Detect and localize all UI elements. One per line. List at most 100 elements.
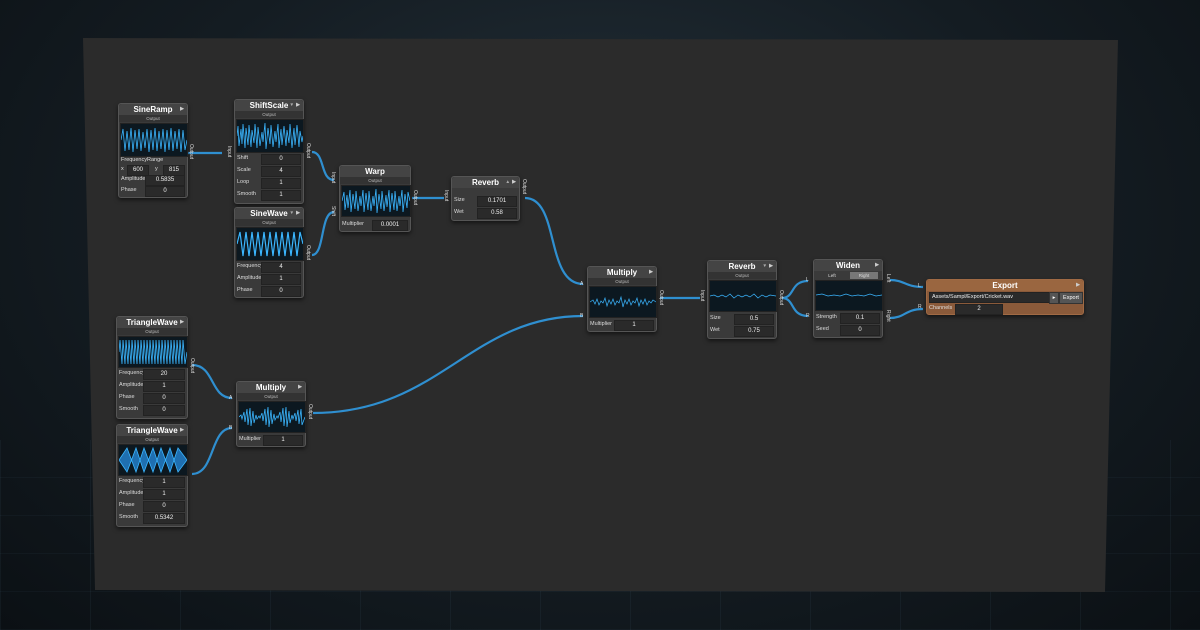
- smooth-field[interactable]: 0.5342: [143, 513, 185, 524]
- widen-left-output-port[interactable]: Left: [885, 274, 891, 283]
- reverb1-input-port[interactable]: Input: [443, 190, 449, 202]
- reverb2-output-port[interactable]: Output: [778, 290, 784, 306]
- x-field[interactable]: 600: [127, 165, 149, 176]
- smooth-field[interactable]: 0: [143, 405, 185, 416]
- wet-label: Wet: [454, 209, 464, 215]
- multiplier-field[interactable]: 1: [614, 320, 654, 331]
- widen-right-output-port[interactable]: Right: [885, 310, 891, 322]
- shift-field[interactable]: 0: [261, 154, 301, 165]
- size-field[interactable]: 0.5: [734, 314, 774, 325]
- multiply2-b-port[interactable]: B: [229, 425, 233, 431]
- loop-label: Loop: [237, 179, 250, 185]
- warp-input-port[interactable]: Input: [330, 172, 336, 184]
- phase-label: Phase: [237, 287, 253, 293]
- play-icon[interactable]: ▶: [296, 102, 300, 108]
- reverb2-input-port[interactable]: Input: [699, 290, 705, 302]
- export-button[interactable]: Export: [1059, 292, 1083, 304]
- play-icon[interactable]: ▶: [649, 269, 653, 275]
- waveform-line: [237, 231, 303, 257]
- widen-l-port[interactable]: L: [806, 277, 809, 283]
- amplitude-field[interactable]: 1: [143, 489, 185, 500]
- node-sineramp[interactable]: SineRamp▶ Output FrequencyRange x 600 y …: [118, 103, 188, 198]
- play-icon[interactable]: ▶: [180, 427, 184, 433]
- multiply1-b-port[interactable]: B: [580, 313, 584, 319]
- multiplier-label: Multiplier: [342, 221, 365, 227]
- output-label: Output: [235, 219, 303, 226]
- play-icon[interactable]: ▶: [296, 210, 300, 216]
- phase-field[interactable]: 0: [261, 286, 301, 297]
- multiplier-field[interactable]: 1: [263, 435, 303, 446]
- channels-field[interactable]: 2: [955, 304, 1003, 315]
- frequency-field[interactable]: 1: [143, 477, 185, 488]
- collapse-icon[interactable]: ▾: [290, 102, 293, 108]
- warp-output-port[interactable]: Output: [412, 190, 418, 206]
- shiftscale-output-port[interactable]: Output: [305, 143, 311, 159]
- node-export[interactable]: Export▶ Assets/Sampl/Export/Cricket.wav …: [926, 279, 1084, 315]
- play-icon[interactable]: ▶: [512, 179, 516, 185]
- size-label: Size: [454, 197, 465, 203]
- size-field[interactable]: 0.1701: [477, 196, 517, 207]
- wet-field[interactable]: 0.75: [734, 326, 774, 337]
- output-label: Output: [237, 393, 305, 400]
- multiply2-output-port[interactable]: Output: [307, 404, 313, 420]
- shift-label: Shift: [237, 155, 249, 161]
- sinewave-output-port[interactable]: Output: [305, 245, 311, 261]
- amplitude-field[interactable]: 1: [261, 274, 301, 285]
- scale-field[interactable]: 4: [261, 166, 301, 177]
- multiplier-field[interactable]: 0.0001: [372, 220, 408, 231]
- play-icon[interactable]: ▶: [875, 262, 879, 268]
- multiplier-label: Multiplier: [239, 436, 262, 442]
- phase-field[interactable]: 0: [143, 501, 185, 512]
- play-icon[interactable]: ▶: [180, 106, 184, 112]
- loop-field[interactable]: 1: [261, 178, 301, 189]
- triangle1-output-port[interactable]: Output: [189, 358, 195, 374]
- widen-r-port[interactable]: R: [806, 313, 810, 319]
- seed-field[interactable]: 0: [840, 325, 880, 336]
- wet-field[interactable]: 0.58: [477, 208, 517, 219]
- left-channel-button[interactable]: Left: [818, 272, 846, 279]
- waveform-fill: [119, 446, 187, 474]
- shiftscale-input-port[interactable]: Input: [226, 146, 232, 158]
- frequency-field[interactable]: 20: [143, 369, 185, 380]
- play-icon[interactable]: ▶: [769, 263, 773, 269]
- collapse-icon[interactable]: ▾: [290, 210, 293, 216]
- play-icon[interactable]: ▶: [1076, 282, 1080, 288]
- right-channel-button[interactable]: Right: [850, 272, 878, 279]
- phase-field[interactable]: 0: [145, 186, 185, 197]
- browse-button[interactable]: ▸: [1049, 292, 1059, 304]
- smooth-field[interactable]: 1: [261, 190, 301, 201]
- export-r-port[interactable]: R: [918, 304, 922, 310]
- output-label: Output: [588, 278, 656, 285]
- collapse-icon[interactable]: ▴: [506, 179, 509, 185]
- amplitude-field[interactable]: 0.5835: [145, 175, 185, 186]
- multiply1-output-port[interactable]: Output: [658, 290, 664, 306]
- collapse-icon[interactable]: ▾: [763, 263, 766, 269]
- sineramp-output-port[interactable]: Output: [188, 144, 194, 160]
- reverb1-output-port[interactable]: Output: [521, 179, 527, 195]
- export-path-field[interactable]: Assets/Sampl/Export/Cricket.wav: [929, 292, 1051, 303]
- play-icon[interactable]: ▶: [298, 384, 302, 390]
- multiply2-a-port[interactable]: A: [229, 395, 233, 401]
- wire-widen-export-r: [889, 307, 924, 320]
- waveform-preview: [118, 336, 188, 368]
- warp-shift-port[interactable]: Shift: [330, 206, 336, 217]
- multiply1-a-port[interactable]: A: [580, 281, 584, 287]
- waveform-preview: [118, 444, 188, 476]
- wire-reverb-multiply: [524, 196, 584, 286]
- phase-field[interactable]: 0: [143, 393, 185, 404]
- frequency-field[interactable]: 4: [261, 262, 301, 273]
- export-l-port[interactable]: L: [918, 283, 921, 289]
- strength-field[interactable]: 0.1: [840, 313, 880, 324]
- amplitude-field[interactable]: 1: [143, 381, 185, 392]
- play-icon[interactable]: ▶: [180, 319, 184, 325]
